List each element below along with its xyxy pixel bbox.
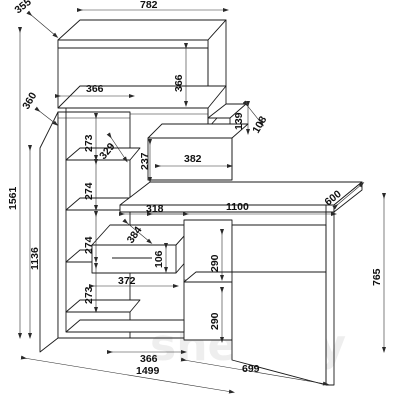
dim-niche-height: 237: [139, 152, 151, 170]
dim-left-mid-height: 274: [83, 182, 95, 200]
dimension-lines: [18, 8, 386, 394]
dim-desk-leg-width: 699: [242, 363, 260, 375]
dim-desk-width: 1100: [226, 201, 249, 213]
dim-niche-width: 382: [184, 153, 202, 165]
dim-top-shelf-height: 366: [173, 74, 185, 92]
dim-small-box-height: 139: [233, 112, 245, 130]
dim-right-shelf-upper: 290: [209, 254, 221, 272]
dim-bottom-shelf-width: 366: [140, 353, 158, 365]
dim-top-width: 782: [140, 0, 158, 11]
dim-total-height: 1561: [7, 186, 19, 210]
dim-drawer-inner-width: 372: [118, 275, 136, 287]
dim-side-depth: 360: [20, 90, 39, 111]
dim-left-upper-height: 273: [83, 134, 95, 152]
dim-top-depth: 355: [12, 0, 33, 16]
dim-drawer-width: 318: [146, 203, 164, 215]
dim-desk-height: 765: [371, 268, 383, 286]
dim-overall-width: 1499: [136, 365, 160, 377]
dim-upper-shelf-width: 366: [86, 83, 104, 95]
dim-right-shelf-lower: 290: [209, 312, 221, 330]
dim-drawer-height: 106: [153, 250, 165, 268]
furniture-outline: [39, 19, 363, 386]
dim-lower-height: 1136: [29, 247, 41, 270]
dim-left-low-height: 274: [83, 236, 95, 254]
dim-small-box-depth: 108: [250, 114, 269, 135]
dimension-labels: 355 782 366 366 360 1561 1136 273 329 23…: [7, 0, 383, 377]
dim-left-bottom-height: 273: [83, 286, 95, 304]
